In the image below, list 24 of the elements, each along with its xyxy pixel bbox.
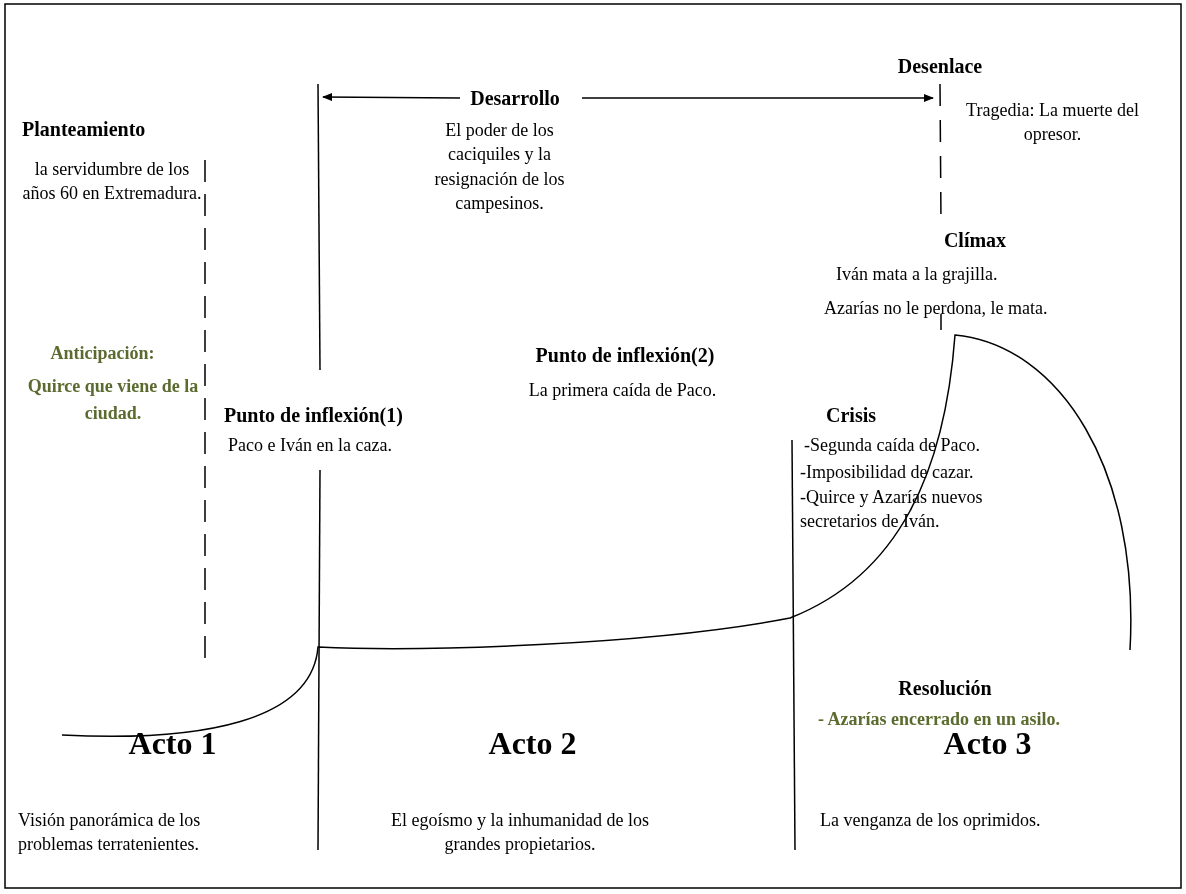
act-heading: Acto 1	[127, 724, 218, 763]
description-text: -Segunda caída de Paco.	[804, 434, 981, 457]
description-text: Iván mata a la grajilla.	[836, 263, 999, 286]
section-heading: Punto de inflexión(1)	[224, 403, 404, 428]
description-text: La venganza de los oprimidos.	[820, 809, 1042, 832]
note-text: Anticipación:	[49, 342, 156, 365]
section-heading: Planteamiento	[22, 117, 147, 142]
description-text: El poder de los caciquiles y la resignación de los campesinos.	[433, 119, 566, 215]
section-heading: Crisis	[826, 403, 877, 428]
note-text: Quirce que viene de la ciudad.	[26, 375, 200, 425]
section-heading: Punto de inflexión(2)	[534, 343, 716, 368]
description-text: -Imposibilidad de cazar.	[800, 461, 975, 484]
act-heading: Acto 2	[487, 724, 578, 763]
description-text: Azarías no le perdona, le mata.	[824, 297, 1049, 320]
description-text: Visión panorámica de los problemas terratenientes.	[18, 809, 202, 857]
description-text: El egoísmo y la inhumanidad de los grandes propietarios.	[390, 809, 650, 857]
description-text: La primera caída de Paco.	[527, 379, 718, 402]
section-heading: Clímax	[942, 228, 1008, 253]
section-heading: Desenlace	[896, 54, 984, 79]
description-text: Tragedia: La muerte del opresor.	[965, 99, 1140, 147]
section-heading: Desarrollo	[469, 86, 561, 111]
description-text: la servidumbre de los años 60 en Extremadura.	[22, 158, 202, 206]
description-text: Paco e Iván en la caza.	[228, 434, 393, 457]
section-heading: Resolución	[897, 676, 993, 701]
